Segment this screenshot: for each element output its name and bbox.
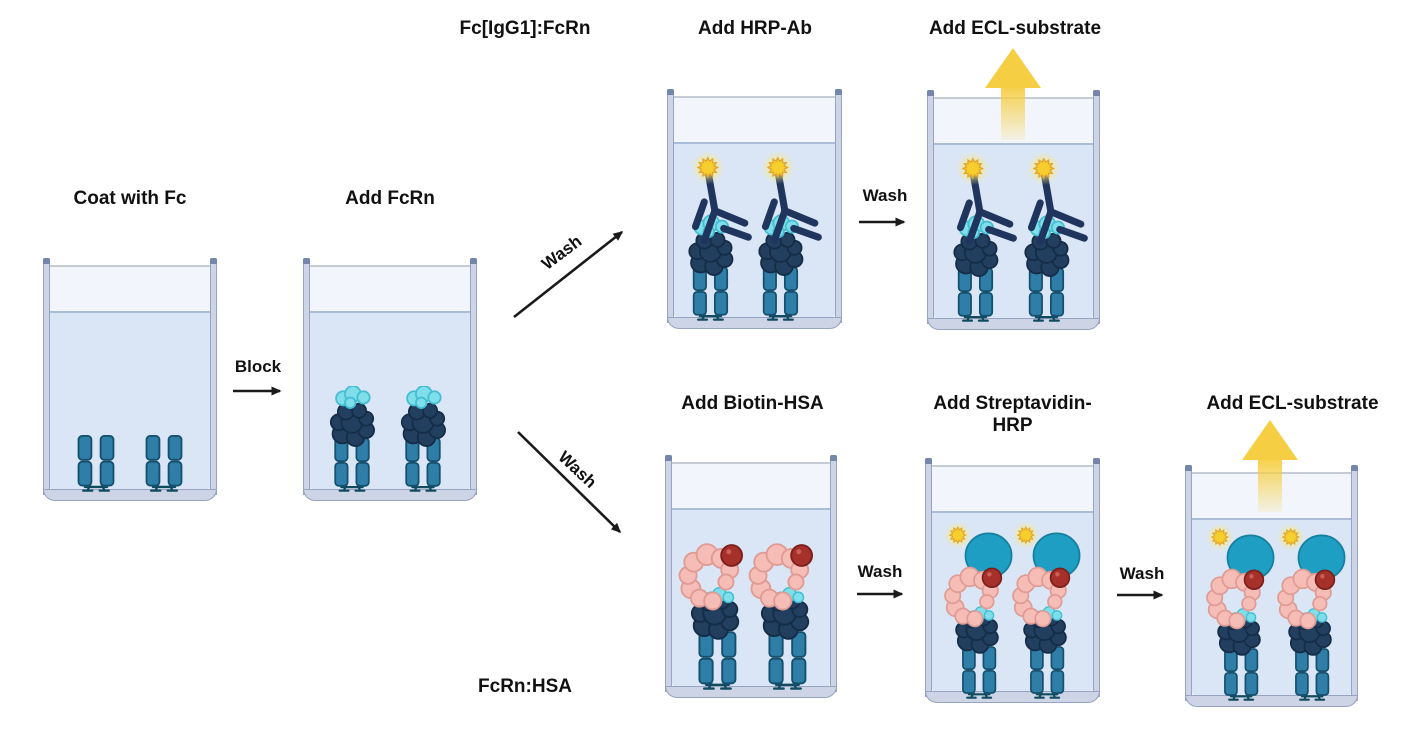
fc-fcrn-complex-icon [392,386,454,492]
branch-label-fc-igg1-fcrn: Fc[IgG1]:FcRn [459,18,591,39]
assay-well-coat-with-fc [43,258,217,501]
well-wall-cap [303,258,310,264]
fc-fcrn-hsa-biotin-complex-icon [741,529,831,690]
well-wall-cap [927,90,934,96]
well-wall-cap [667,89,674,95]
well-wall-bottom [43,489,217,501]
well-wall-cap [830,455,837,461]
well-liquid [49,311,211,491]
well-wall-cap [43,258,50,264]
wash-arrow-label-bottom-row-1: Wash [857,562,903,581]
fc-fragment-icon [77,435,115,492]
step-label-add-hrp-ab: Add HRP-Ab [698,18,812,39]
fc-fcrn-hrp-antibody-complex-icon [739,149,836,321]
wash-arrow-label-bottom-diagonal: Wash [554,447,601,492]
well-wall-left [927,90,934,324]
assay-well-add-streptavidin-hrp [925,458,1100,703]
block-arrow-label: Block [234,357,282,376]
well-wall-cap [210,258,217,264]
wash-arrow-label-top-row: Wash [862,186,908,205]
fc-fcrn-hsa-biotin-streptavidin-hrp-complex-icon [1000,518,1096,699]
well-wall-cap [1185,465,1192,471]
assay-well-add-biotin-hsa [665,455,837,698]
step-label-add-ecl-top: Add ECL-substrate [928,18,1102,39]
well-wall-cap [470,258,477,264]
well-vessel [43,258,217,501]
step-label-add-fcrn: Add FcRn [345,188,435,209]
wash-arrow-label-top-diagonal: Wash [538,231,586,274]
well-wall-cap [1093,90,1100,96]
wash-arrow-label-bottom-row-2: Wash [1119,564,1165,583]
assay-well-add-hrp-ab [667,89,842,329]
fc-fcrn-hsa-biotin-streptavidin-hrp-complex-icon [1265,520,1361,701]
assay-well-add-ecl-substrate-bottom [1185,465,1358,707]
assay-well-add-fcrn [303,258,477,501]
well-wall-right [835,89,842,323]
well-wall-cap [1351,465,1358,471]
well-wall-right [470,258,477,495]
step-label-add-ecl-bottom: Add ECL-substrate [1206,393,1379,414]
step-label-coat-with-fc: Coat with Fc [73,188,187,209]
fc-fcrn-complex-icon [321,386,383,492]
well-wall-cap [835,89,842,95]
step-label-add-biotin-hsa: Add Biotin-HSA [681,393,824,414]
fc-fragment-icon [145,435,183,492]
well-headspace [49,265,211,491]
step-label-add-streptavidin-hrp: Add Streptavidin-HRP [933,393,1092,437]
fc-fcrn-hrp-antibody-complex-icon [1005,150,1102,322]
well-wall-cap [925,458,932,464]
branch-label-fcrn-hsa: FcRn:HSA [478,676,572,697]
assay-well-add-ecl-substrate-top [927,90,1100,330]
well-wall-cap [665,455,672,461]
well-wall-left [43,258,50,495]
well-wall-cap [1093,458,1100,464]
